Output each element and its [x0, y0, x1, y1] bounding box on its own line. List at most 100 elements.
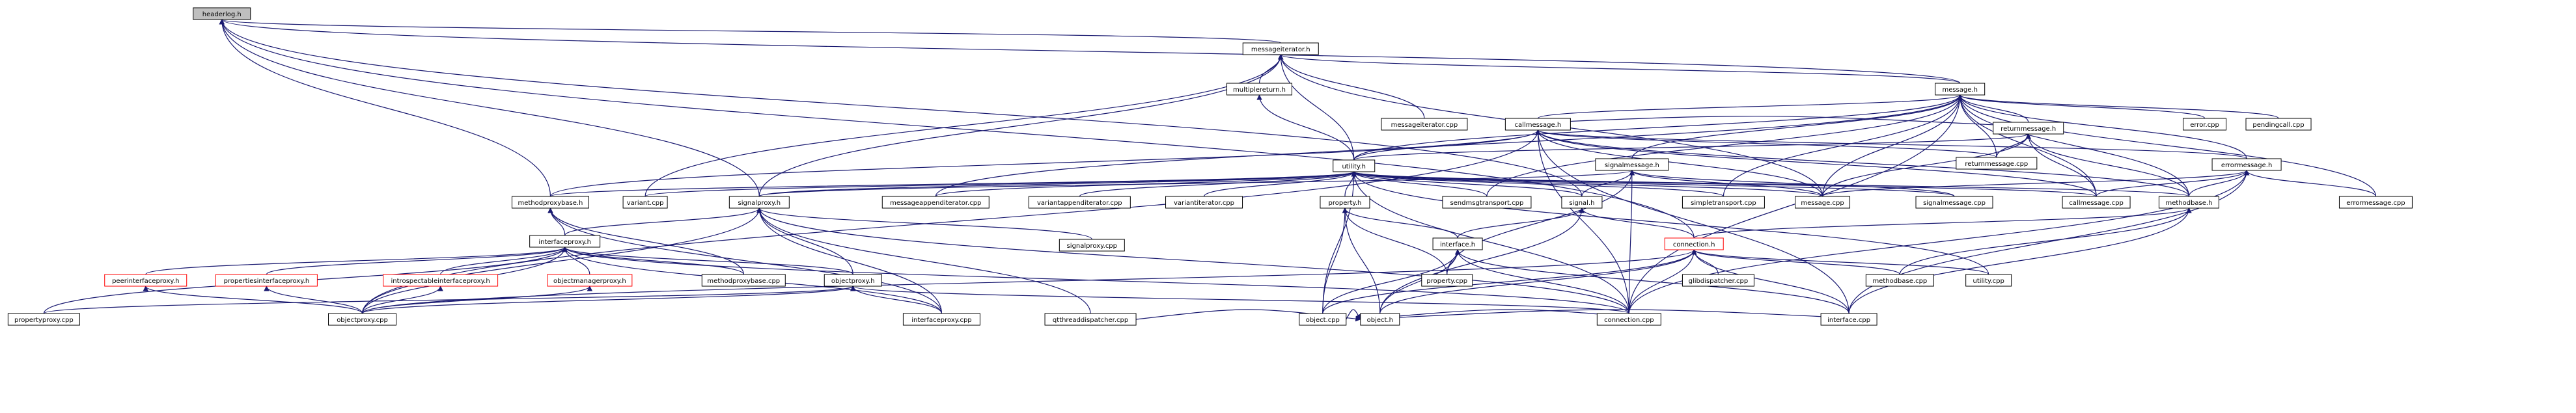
node-box[interactable]: [824, 274, 882, 287]
node-box[interactable]: [1682, 274, 1754, 287]
node-box[interactable]: [2245, 118, 2312, 131]
node-box[interactable]: [1320, 196, 1370, 209]
node-introspectableinterfaceproxy-h[interactable]: introspectableinterfaceproxy.h: [383, 274, 499, 287]
node-box[interactable]: [215, 274, 318, 287]
node-box[interactable]: [328, 313, 397, 326]
node-variant-cpp[interactable]: variant.cpp: [622, 196, 668, 209]
node-box[interactable]: [1242, 42, 1319, 55]
node-box[interactable]: [104, 274, 187, 287]
node-errormessage-h[interactable]: errormessage.h: [2211, 158, 2282, 171]
node-variantappenditerator-cpp[interactable]: variantappenditerator.cpp: [1028, 196, 1131, 209]
node-error-cpp[interactable]: error.cpp: [2183, 118, 2227, 131]
node-signalmessage-h[interactable]: signalmessage.h: [1595, 158, 1669, 171]
node-pendingcall-cpp[interactable]: pendingcall.cpp: [2245, 118, 2312, 131]
node-box[interactable]: [701, 274, 786, 287]
node-box[interactable]: [1028, 196, 1131, 209]
node-messageappenditerator-cpp[interactable]: messageappenditerator.cpp: [881, 196, 990, 209]
node-methodproxybase-cpp[interactable]: methodproxybase.cpp: [701, 274, 786, 287]
node-box[interactable]: [7, 313, 80, 326]
node-returnmessage-cpp[interactable]: returnmessage.cpp: [1956, 157, 2038, 170]
node-box[interactable]: [1044, 313, 1137, 326]
node-variantiterator-cpp[interactable]: variantiterator.cpp: [1165, 196, 1243, 209]
node-interface-cpp[interactable]: interface.cpp: [1820, 313, 1877, 326]
node-box[interactable]: [1682, 196, 1765, 209]
node-box[interactable]: [1504, 118, 1571, 131]
node-box[interactable]: [902, 313, 980, 326]
node-box[interactable]: [1664, 237, 1724, 250]
node-box[interactable]: [511, 196, 589, 209]
node-box[interactable]: [1795, 196, 1851, 209]
node-objectproxy-cpp[interactable]: objectproxy.cpp: [328, 313, 397, 326]
node-box[interactable]: [529, 235, 601, 248]
node-signalproxy-h[interactable]: signalproxy.h: [728, 196, 790, 209]
node-signal-h[interactable]: signal.h: [1561, 196, 1603, 209]
node-utility-cpp[interactable]: utility.cpp: [1965, 274, 2012, 287]
node-box[interactable]: [1360, 313, 1400, 326]
node-simpletransport-cpp[interactable]: simpletransport.cpp: [1682, 196, 1765, 209]
node-methodbase-h[interactable]: methodbase.h: [2158, 196, 2219, 209]
node-messageiterator-cpp[interactable]: messageiterator.cpp: [1381, 118, 1468, 131]
node-box[interactable]: [1596, 313, 1661, 326]
node-headerlog-h[interactable]: headerlog.h: [193, 7, 251, 20]
node-box[interactable]: [1915, 196, 1993, 209]
node-box[interactable]: [1965, 274, 2012, 287]
node-object-h[interactable]: object.h: [1360, 313, 1400, 326]
node-box[interactable]: [1935, 83, 1986, 96]
node-callmessage-cpp[interactable]: callmessage.cpp: [2062, 196, 2131, 209]
node-box[interactable]: [1595, 158, 1669, 171]
node-box[interactable]: [2158, 196, 2219, 209]
node-interface-h[interactable]: interface.h: [1432, 237, 1483, 250]
node-returnmessage-h[interactable]: returnmessage.h: [1993, 122, 2064, 135]
node-qtthreaddispatcher-cpp[interactable]: qtthreaddispatcher.cpp: [1044, 313, 1137, 326]
node-box[interactable]: [1059, 239, 1125, 252]
node-box[interactable]: [1226, 83, 1293, 96]
node-propertyproxy-cpp[interactable]: propertyproxy.cpp: [7, 313, 80, 326]
node-box[interactable]: [193, 7, 251, 20]
node-box[interactable]: [1421, 274, 1473, 287]
node-box[interactable]: [881, 196, 990, 209]
node-objectproxy-h[interactable]: objectproxy.h: [824, 274, 882, 287]
node-objectmanagerproxy-h[interactable]: objectmanagerproxy.h: [547, 274, 633, 287]
node-box[interactable]: [1299, 313, 1347, 326]
node-box[interactable]: [2338, 196, 2413, 209]
node-box[interactable]: [383, 274, 499, 287]
node-signalproxy-cpp[interactable]: signalproxy.cpp: [1059, 239, 1125, 252]
node-property-h[interactable]: property.h: [1320, 196, 1370, 209]
node-box[interactable]: [1442, 196, 1532, 209]
node-box[interactable]: [622, 196, 668, 209]
node-errormessage-cpp[interactable]: errormessage.cpp: [2338, 196, 2413, 209]
node-methodbase-cpp[interactable]: methodbase.cpp: [1865, 274, 1934, 287]
node-methodproxybase-h[interactable]: methodproxybase.h: [511, 196, 589, 209]
node-sendmsgtransport-cpp[interactable]: sendmsgtransport.cpp: [1442, 196, 1532, 209]
node-box[interactable]: [1561, 196, 1603, 209]
node-callmessage-h[interactable]: callmessage.h: [1504, 118, 1571, 131]
node-box[interactable]: [1333, 159, 1376, 172]
node-property-cpp[interactable]: property.cpp: [1421, 274, 1473, 287]
node-box[interactable]: [1865, 274, 1934, 287]
node-box[interactable]: [1165, 196, 1243, 209]
node-interfaceproxy-cpp[interactable]: interfaceproxy.cpp: [902, 313, 980, 326]
node-messageiterator-h[interactable]: messageiterator.h: [1242, 42, 1319, 55]
node-box[interactable]: [2062, 196, 2131, 209]
node-message-h[interactable]: message.h: [1935, 83, 1986, 96]
node-connection-h[interactable]: connection.h: [1664, 237, 1724, 250]
node-box[interactable]: [1820, 313, 1877, 326]
node-multiplereturn-h[interactable]: multiplereturn.h: [1226, 83, 1293, 96]
node-utility-h[interactable]: utility.h: [1333, 159, 1376, 172]
node-interfaceproxy-h[interactable]: interfaceproxy.h: [529, 235, 601, 248]
node-signalmessage-cpp[interactable]: signalmessage.cpp: [1915, 196, 1993, 209]
node-box[interactable]: [1956, 157, 2038, 170]
node-box[interactable]: [1432, 237, 1483, 250]
node-message-cpp[interactable]: message.cpp: [1795, 196, 1851, 209]
node-object-cpp[interactable]: object.cpp: [1299, 313, 1347, 326]
node-box[interactable]: [1381, 118, 1468, 131]
node-box[interactable]: [2183, 118, 2227, 131]
node-box[interactable]: [2211, 158, 2282, 171]
node-box[interactable]: [728, 196, 790, 209]
node-box[interactable]: [547, 274, 633, 287]
node-peerinterfaceproxy-h[interactable]: peerinterfaceproxy.h: [104, 274, 187, 287]
node-glibdispatcher-cpp[interactable]: glibdispatcher.cpp: [1682, 274, 1754, 287]
node-connection-cpp[interactable]: connection.cpp: [1596, 313, 1661, 326]
node-box[interactable]: [1993, 122, 2064, 135]
node-propertiesinterfaceproxy-h[interactable]: propertiesinterfaceproxy.h: [215, 274, 318, 287]
